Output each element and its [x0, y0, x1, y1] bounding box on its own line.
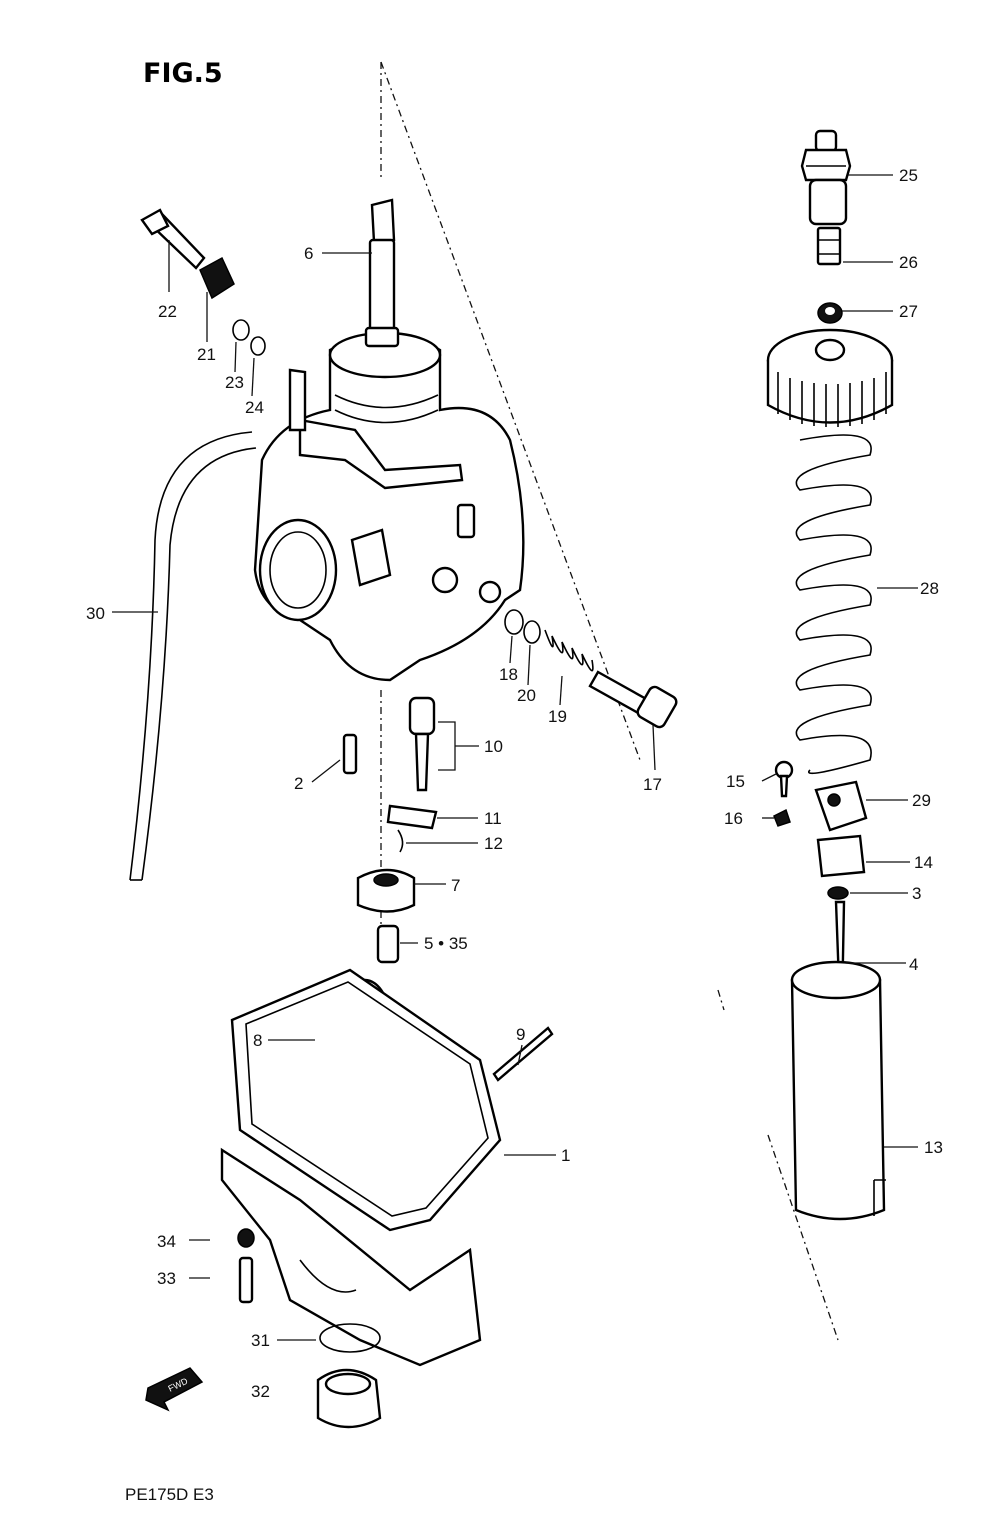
- callout-20: 20: [517, 686, 536, 705]
- callout-6: 6: [304, 244, 313, 263]
- fwd-arrow-icon: FWD: [145, 1367, 204, 1412]
- callout-7: 7: [451, 876, 460, 895]
- callout-30: 30: [86, 604, 105, 623]
- e-ring-3: [827, 886, 849, 900]
- screw-33: [238, 1256, 254, 1304]
- callout-5-35: 5 • 35: [424, 934, 468, 953]
- callout-29: 29: [912, 791, 931, 810]
- callout-10: 10: [484, 737, 503, 756]
- float-pin-9: [492, 1026, 554, 1082]
- callout-labels: 25 26 27 28 29 14 3 4 13 15 16 6 22 21 2…: [86, 166, 943, 1401]
- o-ring-18: [504, 609, 524, 635]
- leader-lines: [112, 174, 918, 1341]
- o-ring-23: [232, 319, 250, 341]
- callout-9: 9: [516, 1025, 525, 1044]
- spring-21: [199, 256, 235, 300]
- throttle-stop-screw-17: [588, 670, 678, 729]
- o-ring-31: [319, 1323, 381, 1353]
- needle-jet-7: [356, 868, 416, 913]
- throttle-valve-spring-28: [795, 434, 872, 775]
- spring-19: [544, 629, 594, 672]
- callout-28: 28: [920, 579, 939, 598]
- callout-34: 34: [157, 1232, 176, 1251]
- needle-retainer-29: [814, 780, 868, 832]
- callout-12: 12: [484, 834, 503, 853]
- callout-14: 14: [914, 853, 933, 872]
- mixing-chamber-top-cap: [766, 328, 894, 427]
- lock-washer-16: [773, 808, 791, 827]
- callout-25: 25: [899, 166, 918, 185]
- washer-34: [237, 1228, 255, 1248]
- callout-2: 2: [294, 774, 303, 793]
- washer-27: [817, 302, 843, 324]
- callout-26: 26: [899, 253, 918, 272]
- callout-33: 33: [157, 1269, 176, 1288]
- callout-27: 27: [899, 302, 918, 321]
- callout-21: 21: [197, 345, 216, 364]
- callout-32: 32: [251, 1382, 270, 1401]
- callout-23: 23: [225, 373, 244, 392]
- callout-1: 1: [561, 1146, 570, 1165]
- callout-13: 13: [924, 1138, 943, 1157]
- callout-19: 19: [548, 707, 567, 726]
- model-code: PE175D E3: [125, 1485, 214, 1504]
- callout-18: 18: [499, 665, 518, 684]
- figure-title: FIG.5: [143, 58, 223, 89]
- callout-3: 3: [912, 884, 921, 903]
- screw-15: [774, 760, 794, 798]
- callout-22: 22: [158, 302, 177, 321]
- callout-24: 24: [245, 398, 264, 417]
- clip-12: [397, 829, 404, 853]
- float-arm-11: [386, 804, 438, 830]
- washer-24: [250, 336, 266, 356]
- pin-2: [342, 733, 358, 775]
- callout-31: 31: [251, 1331, 270, 1350]
- pilot-air-screw-22: [140, 208, 206, 270]
- overflow-pipe-30: [129, 431, 257, 881]
- callout-4: 4: [909, 955, 918, 974]
- cable-adjuster-25: [800, 129, 852, 226]
- adjuster-nut-26: [816, 226, 842, 266]
- carburetor-body: [253, 331, 525, 682]
- plate-14: [816, 834, 866, 878]
- cable-adjuster-6: [364, 198, 400, 348]
- callout-11: 11: [484, 809, 502, 828]
- washer-20: [523, 620, 541, 644]
- callout-15: 15: [726, 772, 745, 791]
- main-jet-5: [376, 924, 400, 964]
- needle-valve-10: [408, 696, 436, 792]
- float-chamber-1: [220, 968, 502, 1367]
- drain-plug-32: [316, 1368, 382, 1429]
- callout-17: 17: [643, 775, 662, 794]
- assembly-guide-lines: [380, 61, 839, 1341]
- callout-8: 8: [253, 1031, 262, 1050]
- throttle-valve-13: [790, 960, 886, 1221]
- callout-16: 16: [724, 809, 743, 828]
